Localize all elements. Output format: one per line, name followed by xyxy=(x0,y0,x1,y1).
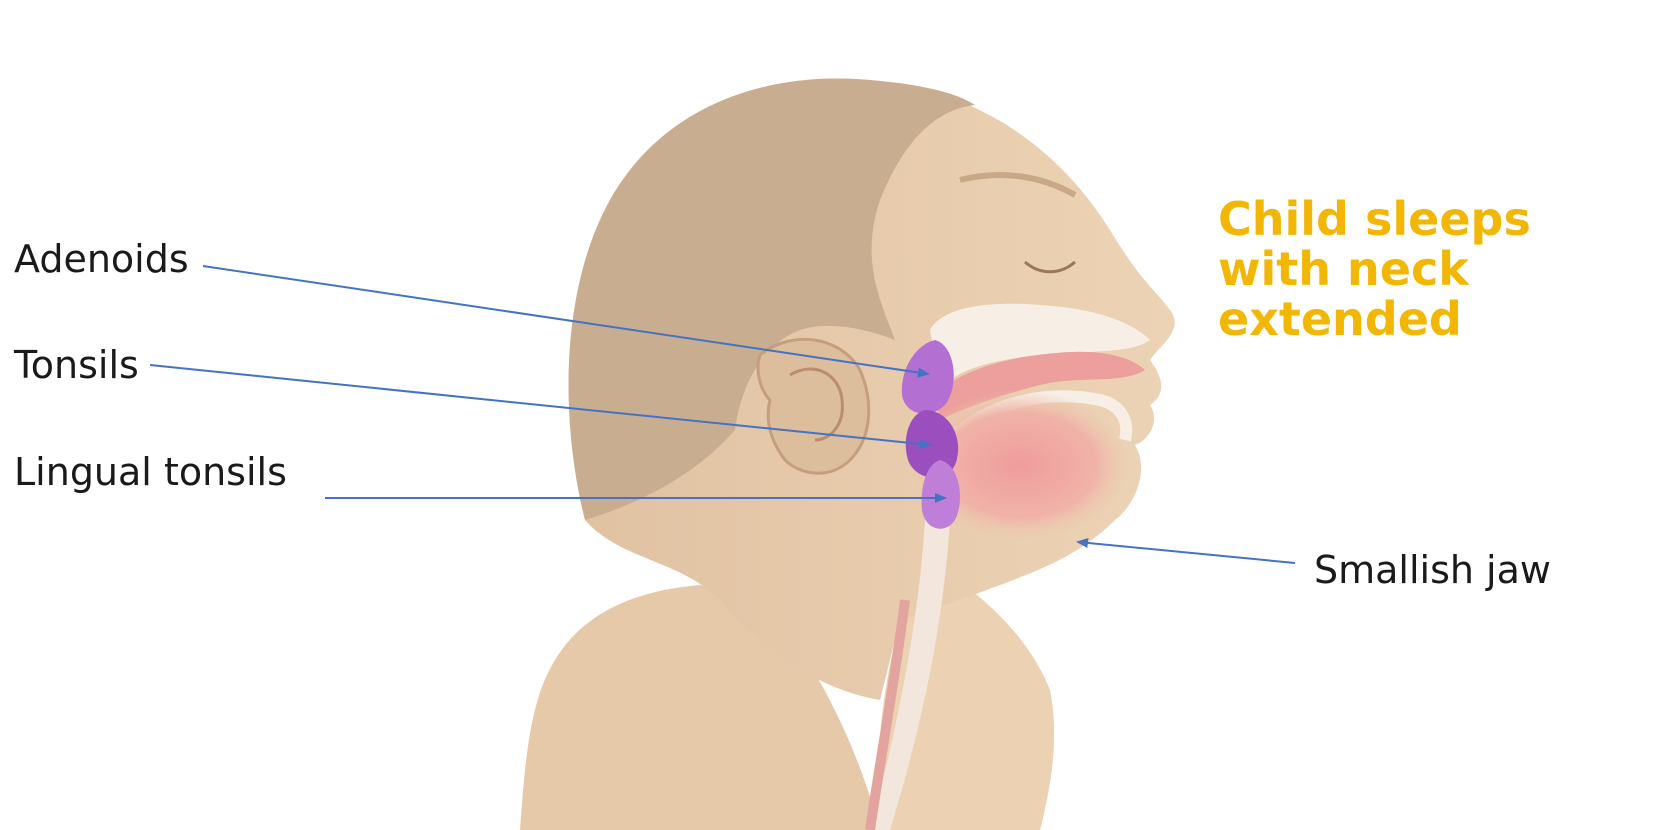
lingual-tonsils-label: Lingual tonsils xyxy=(14,453,287,491)
jaw-leader xyxy=(1078,542,1295,563)
callout-text: Child sleeps with neck extended xyxy=(1218,194,1531,344)
tonsils-label: Tonsils xyxy=(14,346,139,384)
smallish-jaw-label: Smallish jaw xyxy=(1314,551,1551,589)
adenoids-label: Adenoids xyxy=(14,240,189,278)
